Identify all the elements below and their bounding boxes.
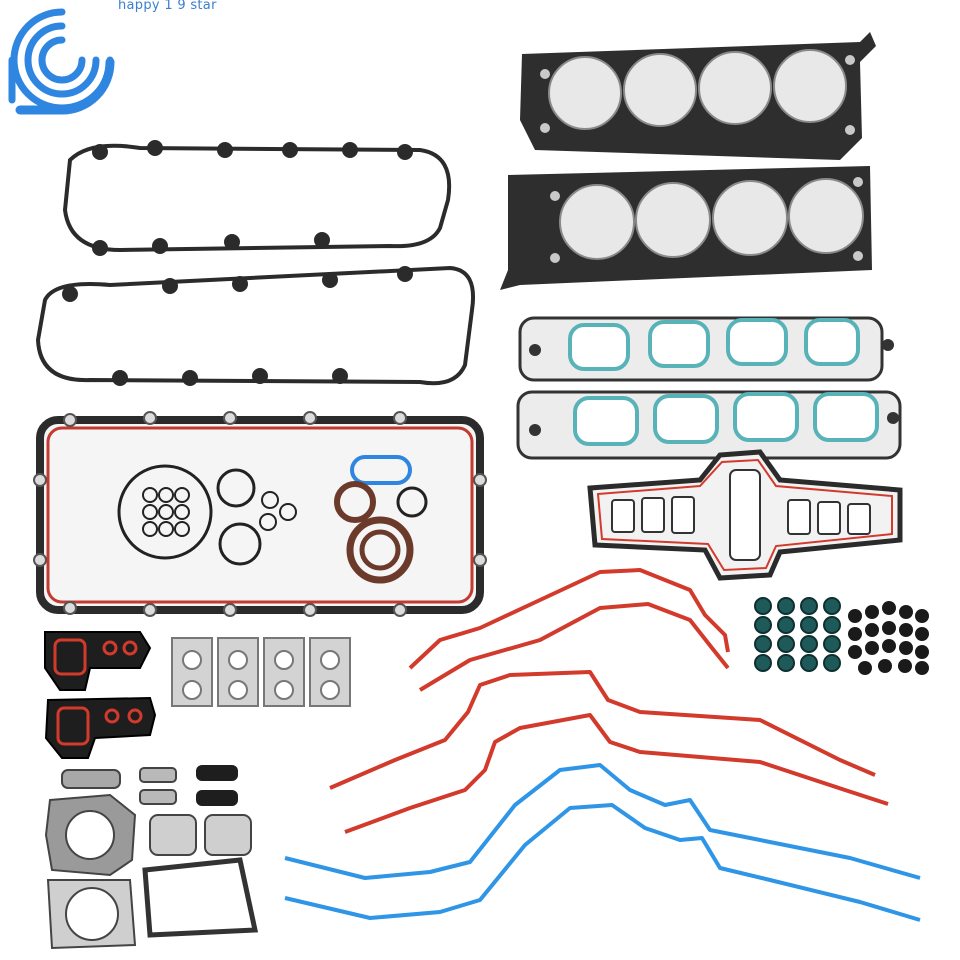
brand-logo-icon xyxy=(8,8,115,115)
head-gasket xyxy=(500,32,876,290)
timing-cover-gasket-blue xyxy=(284,763,921,922)
watermark-text: happy 1 9 star xyxy=(118,0,217,13)
valve-cover-gasket xyxy=(35,140,475,386)
upper-intake-gasket xyxy=(587,449,903,581)
timing-cover-gasket-red xyxy=(329,568,889,834)
small-gaskets xyxy=(44,631,259,950)
intake-manifold-gasket xyxy=(516,316,902,460)
oil-pan-gasket xyxy=(33,411,487,617)
valve-stem-seals xyxy=(754,597,929,675)
exhaust-manifold-gasket xyxy=(171,637,351,707)
